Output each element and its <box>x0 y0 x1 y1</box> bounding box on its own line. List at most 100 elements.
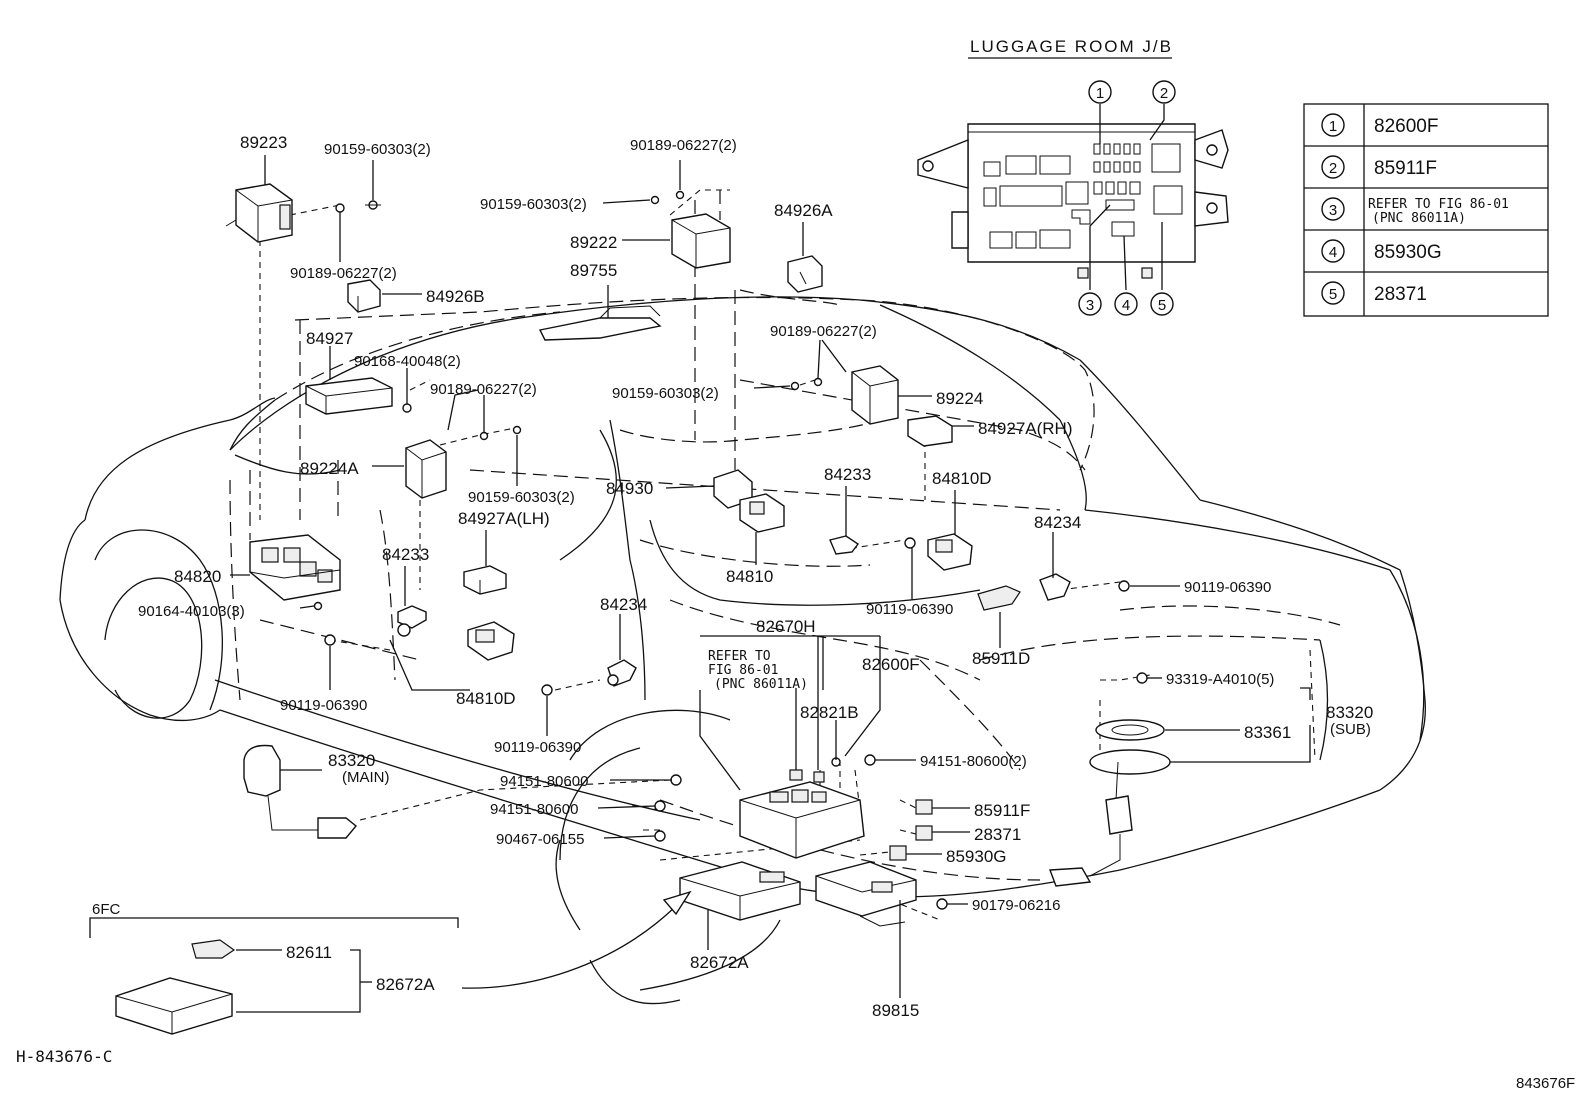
label-84233-a: 84233 <box>382 545 429 564</box>
legend-value-4: 85930G <box>1374 242 1442 263</box>
module-89224 <box>790 365 899 425</box>
ecu-89815 <box>815 861 917 927</box>
legend-num-5: 5 <box>1329 286 1337 303</box>
car-body-outline <box>59 189 1426 1005</box>
label-84810D-a: 84810D <box>456 689 516 708</box>
label-84810: 84810 <box>726 567 773 586</box>
luggage-jb-title: LUGGAGE ROOM J/B <box>970 37 1173 56</box>
luggage-room-jb: LUGGAGE ROOM J/B <box>917 37 1229 316</box>
connector-84926B <box>347 279 381 313</box>
label-84233-b: 84233 <box>824 465 871 484</box>
switch-84810D-a <box>467 621 515 661</box>
label-84926B: 84926B <box>426 287 485 306</box>
relay-85930G <box>889 845 907 861</box>
label-90179-06216: 90179-06216 <box>972 897 1060 914</box>
label-83361: 83361 <box>1244 723 1291 742</box>
relay-85911D <box>977 585 1021 611</box>
label-sub: (SUB) <box>1330 721 1371 738</box>
connector-84927A-LH <box>463 565 507 595</box>
leader-lines <box>89 155 1311 1013</box>
label-90189-06227-c: 90189-06227(2) <box>630 137 737 154</box>
module-89224A <box>405 425 522 499</box>
label-89222: 89222 <box>570 233 617 252</box>
legend-value-1: 82600F <box>1374 116 1438 137</box>
switch-84820 <box>249 534 341 611</box>
label-90119-06390-b: 90119-06390 <box>494 739 581 756</box>
label-85911D: 85911D <box>972 649 1030 668</box>
gasket-83361 <box>1095 672 1165 741</box>
label-90159-60303-c: 90159-60303(2) <box>480 196 587 213</box>
legend-value-2: 85911F <box>1374 158 1437 179</box>
nut-icon <box>654 754 948 910</box>
label-94151-80600-a: 94151-80600 <box>500 773 588 790</box>
label-89815: 89815 <box>872 1001 919 1020</box>
label-89224: 89224 <box>936 389 983 408</box>
part-labels: 89223 90159-60303(2) 90189-06227(2) 8492… <box>16 133 1575 1092</box>
label-84234-b: 84234 <box>1034 513 1081 532</box>
module-89222 <box>650 190 731 269</box>
label-82821B: 82821B <box>800 703 859 722</box>
harness-89755 <box>538 305 662 341</box>
cover-82611 <box>191 939 236 959</box>
label-82672A-a: 82672A <box>690 953 749 972</box>
label-93319-A4010: 93319-A4010(5) <box>1166 671 1274 688</box>
legend-value-3-line2: (PNC 86011A) <box>1372 211 1466 226</box>
jb-callout-2: 2 <box>1160 85 1168 102</box>
switch-84810 <box>739 493 785 533</box>
footer-left-code: H-843676-C <box>16 1047 112 1066</box>
label-84927: 84927 <box>306 329 353 348</box>
label-94151-80600-2: 94151-80600(2) <box>920 753 1027 770</box>
refer-line1: REFER TO <box>708 649 771 664</box>
label-28371: 28371 <box>974 825 1021 844</box>
label-84927A-RH: 84927A(RH) <box>978 419 1073 438</box>
label-84926A: 84926A <box>774 201 833 220</box>
jb-callout-4: 4 <box>1122 297 1130 314</box>
fuse-28371 <box>915 825 933 841</box>
label-84930: 84930 <box>606 479 653 498</box>
connector-84927A-RH <box>907 415 953 447</box>
sensor-84234-a <box>541 659 637 696</box>
label-90159-60303-b: 90159-60303(2) <box>468 489 575 506</box>
label-82611: 82611 <box>286 943 332 962</box>
legend-table: 1 2 3 4 5 82600F 85911F REFER TO FIG 86-… <box>1303 103 1549 317</box>
refer-line2: FIG 86-01 <box>708 663 778 678</box>
label-90164-40103: 90164-40103(3) <box>138 603 245 620</box>
label-82672A-b: 82672A <box>376 975 435 994</box>
label-94151-80600-b: 94151-80600 <box>490 801 578 818</box>
junction-block-82670H <box>739 757 865 859</box>
legend-num-1: 1 <box>1329 118 1337 135</box>
legend-num-4: 4 <box>1329 244 1337 261</box>
module-84927 <box>305 377 412 415</box>
switch-84810D-b <box>927 533 973 571</box>
label-90168-40048: 90168-40048(2) <box>354 353 461 370</box>
relay-85911F <box>915 799 933 815</box>
label-90119-06390-a: 90119-06390 <box>280 697 367 714</box>
legend-value-3-line1: REFER TO FIG 86-01 <box>1368 197 1509 212</box>
label-90189-06227-d: 90189-06227(2) <box>770 323 877 340</box>
label-90467-06155: 90467-06155 <box>496 831 584 848</box>
label-90189-06227-a: 90189-06227(2) <box>290 265 397 282</box>
label-84820: 84820 <box>174 567 221 586</box>
jb-callout-1: 1 <box>1096 85 1104 102</box>
label-90119-06390-d: 90119-06390 <box>866 601 953 618</box>
refer-line3: (PNC 86011A) <box>714 677 808 692</box>
label-89223: 89223 <box>240 133 287 152</box>
label-89755: 89755 <box>570 261 617 280</box>
sender-83320-main <box>243 744 357 839</box>
jb-callout-5: 5 <box>1158 297 1166 314</box>
sender-83320-sub <box>1049 749 1171 887</box>
label-83320-sub: 83320 <box>1326 703 1373 722</box>
ecu-82672A-6fc <box>115 977 233 1035</box>
label-83320-main: 83320 <box>328 751 375 770</box>
connector-84926A <box>787 255 823 293</box>
sensor-84233-b <box>829 535 916 555</box>
jb-callout-3: 3 <box>1086 297 1094 314</box>
footer-right-code: 843676F <box>1516 1075 1575 1092</box>
legend-num-3: 3 <box>1329 202 1337 219</box>
label-main: (MAIN) <box>342 769 390 786</box>
sensor-84233-a <box>324 605 427 646</box>
label-82600F: 82600F <box>862 655 920 674</box>
label-90119-06390-c: 90119-06390 <box>1184 579 1271 596</box>
